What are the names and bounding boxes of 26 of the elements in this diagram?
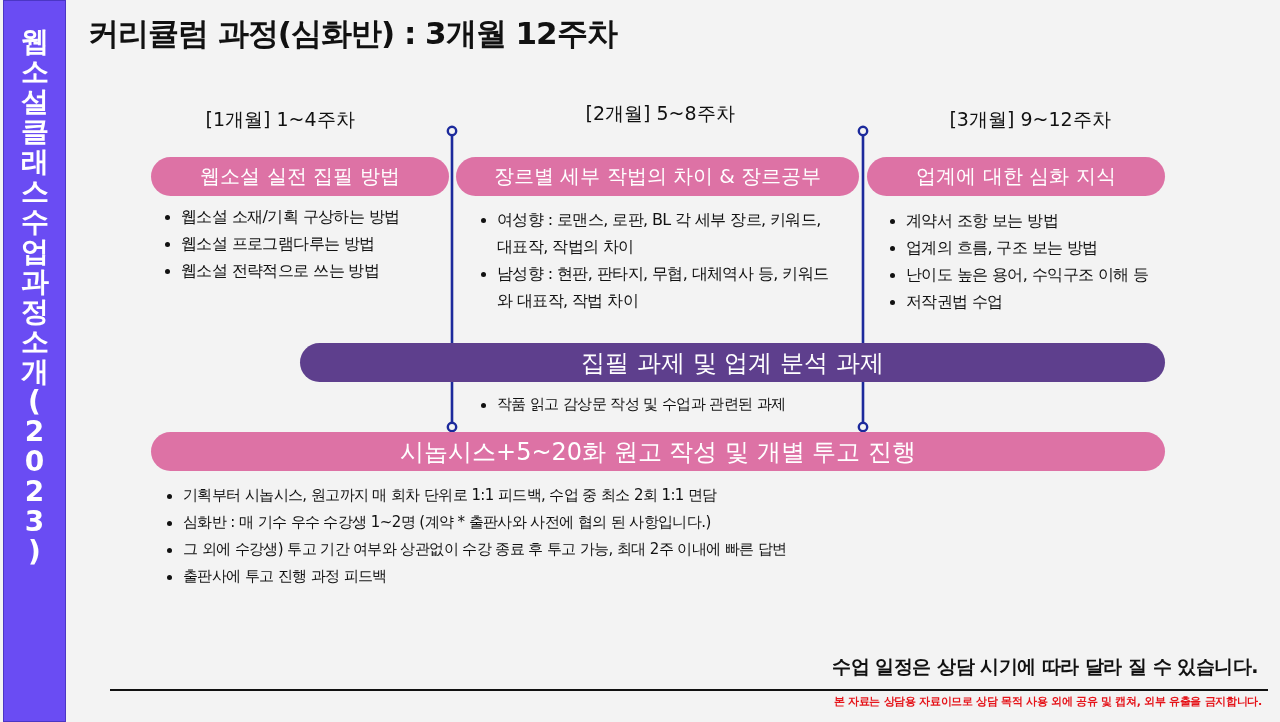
schedule-note: 수업 일정은 상담 시기에 따라 달라 질 수 있습니다. [832,654,1258,679]
page-title: 커리큘럼 과정(심화반) : 3개월 12주차 [88,14,617,53]
topic-pill: 업계에 대한 심화 지식 [867,157,1165,196]
bullet-text: 그 외에 수강생) 투고 기간 여부와 상관없이 수강 종료 후 투고 가능, 최대 2주 이내에 빠른 답변 [183,539,787,560]
bullet-text: 여성향 : 로맨스, 로판, BL 각 세부 장르, 키워드, 대표작, 작법의 차이 [497,209,822,258]
bullet-text: 웹소설 전략적으로 쓰는 방법 [181,260,380,282]
bullet-text: 업계의 흐름, 구조 보는 방법 [906,237,1098,259]
bullet-text: 웹소설 프로그램다루는 방법 [181,233,375,255]
bullet-text: 난이도 높은 용어, 수익구조 이해 등 [906,264,1149,286]
bullet-text: 심화반 : 매 기수 우수 수강생 1~2명 (계약 * 출판사와 사전에 협의 된 사항입니다.) [183,512,711,533]
bullet-text: 기획부터 시놉시스, 원고까지 매 회차 단위로 1:1 피드백, 수업 중 최소 2회 1:1 면담 [183,485,717,506]
month-heading: [1개월] 1~4주차 [205,107,355,132]
month-heading: [3개월] 9~12주차 [949,107,1111,132]
month-heading: [2개월] 5~8주차 [585,101,735,126]
project-bar: 시놉시스+5~20화 원고 작성 및 개별 투고 진행 [151,432,1165,471]
copyright-warning: 본 자료는 상담용 자료이므로 상담 목적 사용 외에 공유 및 캡쳐, 외부 유출을 금지합니다. [833,694,1262,709]
bullet-text: 저작권법 수업 [906,291,1003,313]
bullet-text: 남성향 : 현판, 판타지, 무협, 대체역사 등, 키워드와 대표작, 작법 차이 [497,263,830,312]
assignment-bar: 집필 과제 및 업계 분석 과제 [300,343,1165,382]
topic-pill: 웹소설 실전 집필 방법 [151,157,449,196]
side-banner: 웹소설 클래스 수업 과정 소개 (2023) [3,0,66,722]
bullet-text: 작품 읽고 감상문 작성 및 수업과 관련된 과제 [497,394,786,415]
bullet-text: 출판사에 투고 진행 과정 피드백 [183,566,387,587]
topic-pill: 장르별 세부 작법의 차이 & 장르공부 [456,157,859,196]
bullet-text: 계약서 조항 보는 방법 [906,210,1059,232]
bullet-text: 웹소설 소재/기획 구상하는 방법 [181,206,400,228]
